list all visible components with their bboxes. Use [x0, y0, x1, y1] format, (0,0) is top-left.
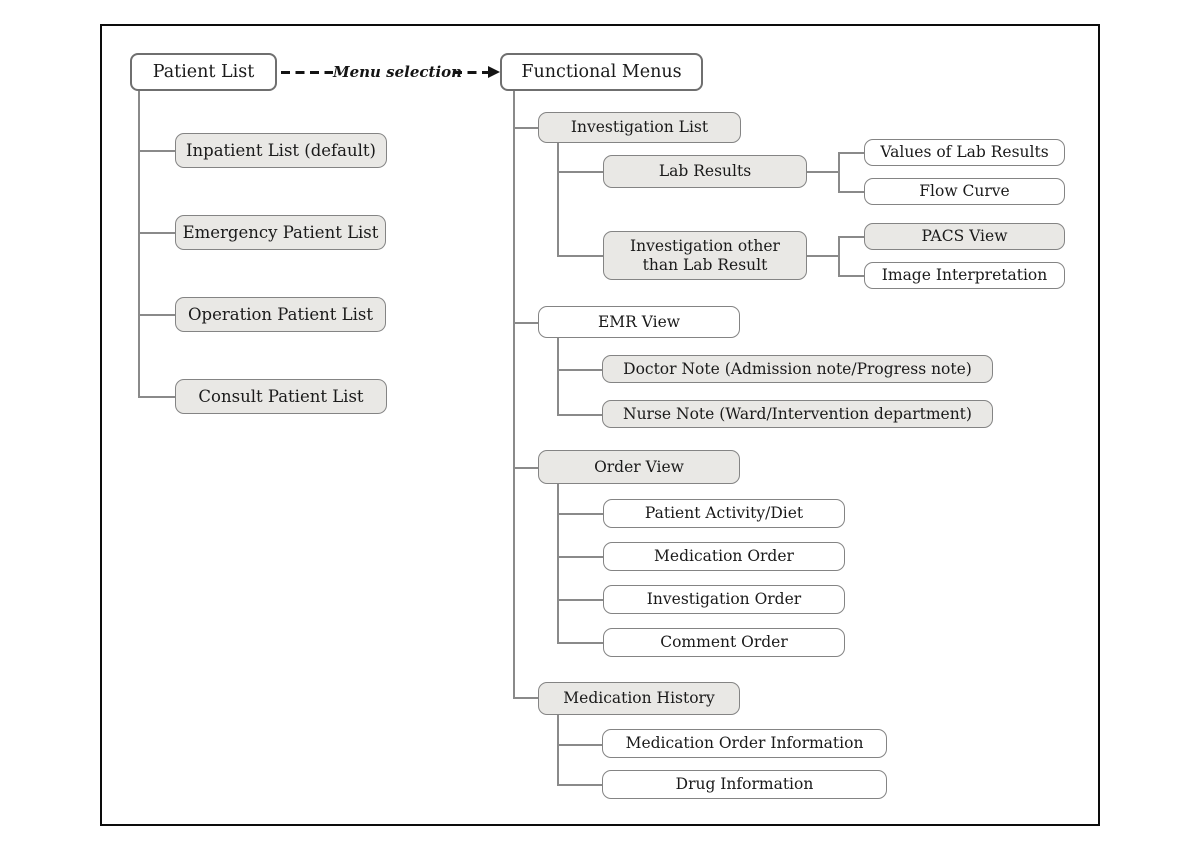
node-nurse-note: Nurse Note (Ward/Intervention department… — [602, 400, 993, 428]
menu-selection-arrow-label: Menu selection — [333, 63, 463, 81]
node-functional-menus: Functional Menus — [500, 53, 703, 91]
node-medication-order-information: Medication Order Information — [602, 729, 887, 758]
tick-pacs-view — [838, 236, 864, 238]
menu-selection-arrow-dash-right — [453, 71, 489, 74]
emr-subtrunk-line — [557, 338, 559, 414]
menu-selection-arrow-dash-left — [281, 71, 333, 74]
tick-investigation-order — [557, 599, 603, 601]
node-comment-order: Comment Order — [603, 628, 845, 657]
arrowhead-icon — [488, 66, 500, 78]
tick-comment-order — [557, 642, 603, 644]
node-investigation-order: Investigation Order — [603, 585, 845, 614]
tick-operation-patient-list — [138, 314, 175, 316]
node-investigation-list: Investigation List — [538, 112, 741, 143]
node-lab-results: Lab Results — [603, 155, 807, 188]
node-consult-patient-list: Consult Patient List — [175, 379, 387, 414]
tick-nurse-note — [557, 414, 602, 416]
lab-results-bracket-line — [838, 152, 840, 191]
tick-emr-view — [513, 322, 538, 324]
node-drug-information: Drug Information — [602, 770, 887, 799]
investigation-other-bracket-stem — [807, 255, 838, 257]
node-investigation-other: Investigation other than Lab Result — [603, 231, 807, 280]
node-values-of-lab-results: Values of Lab Results — [864, 139, 1065, 166]
node-medication-order: Medication Order — [603, 542, 845, 571]
tick-order-view — [513, 467, 538, 469]
investigation-other-bracket-line — [838, 236, 840, 275]
tick-flow-curve — [838, 191, 864, 193]
tick-investigation-other — [557, 255, 603, 257]
lab-results-bracket-stem — [807, 171, 838, 173]
medication-history-subtrunk-line — [557, 715, 559, 784]
functional-menus-trunk-line — [513, 91, 515, 698]
tick-image-interpretation — [838, 275, 864, 277]
node-operation-patient-list: Operation Patient List — [175, 297, 386, 332]
tick-values-of-lab-results — [838, 152, 864, 154]
patient-list-trunk-line — [138, 91, 140, 397]
node-doctor-note: Doctor Note (Admission note/Progress not… — [602, 355, 993, 383]
node-inpatient-list: Inpatient List (default) — [175, 133, 387, 168]
node-emergency-patient-list: Emergency Patient List — [175, 215, 386, 250]
tick-medication-order-information — [557, 744, 602, 746]
order-subtrunk-line — [557, 484, 559, 642]
node-pacs-view: PACS View — [864, 223, 1065, 250]
node-flow-curve: Flow Curve — [864, 178, 1065, 205]
node-patient-activity-diet: Patient Activity/Diet — [603, 499, 845, 528]
tick-investigation-list — [513, 127, 538, 129]
tick-emergency-patient-list — [138, 232, 175, 234]
node-order-view: Order View — [538, 450, 740, 484]
node-patient-list: Patient List — [130, 53, 277, 91]
tick-consult-patient-list — [138, 396, 175, 398]
tick-doctor-note — [557, 369, 602, 371]
tick-medication-history — [513, 697, 538, 699]
tick-drug-information — [557, 784, 602, 786]
tick-patient-activity-diet — [557, 513, 603, 515]
node-medication-history: Medication History — [538, 682, 740, 715]
tick-inpatient-list — [138, 150, 175, 152]
node-image-interpretation: Image Interpretation — [864, 262, 1065, 289]
node-emr-view: EMR View — [538, 306, 740, 338]
tick-lab-results — [557, 171, 603, 173]
tick-medication-order — [557, 556, 603, 558]
investigation-subtrunk-line — [557, 143, 559, 255]
